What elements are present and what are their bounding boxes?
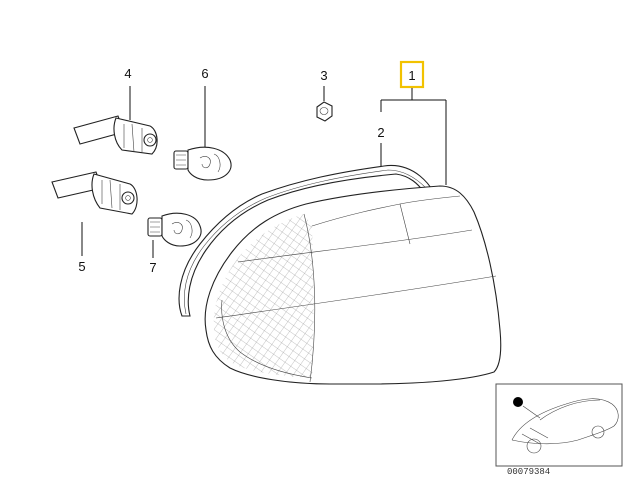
vehicle-location-thumbnail — [495, 383, 623, 467]
callout-2[interactable]: 2 — [377, 125, 384, 140]
callout-5-label: 5 — [78, 259, 85, 274]
tail-light-lens — [204, 185, 502, 385]
callout-7[interactable]: 7 — [149, 260, 156, 275]
callout-2-label: 2 — [377, 125, 384, 140]
callout-1[interactable]: 1 — [399, 60, 425, 89]
callout-3[interactable]: 3 — [320, 68, 327, 83]
hex-nut — [316, 101, 333, 122]
bulb-lower — [147, 212, 202, 247]
callout-6[interactable]: 6 — [201, 66, 208, 81]
gasket-seal — [178, 164, 433, 317]
callout-4-label: 4 — [124, 66, 131, 81]
callout-3-label: 3 — [320, 68, 327, 83]
reference-number: 00079384 — [507, 467, 550, 477]
bulb-socket-upper — [73, 115, 158, 155]
callout-1-label: 1 — [408, 68, 415, 83]
callout-7-label: 7 — [149, 260, 156, 275]
callout-1-highlight-box — [399, 60, 425, 89]
callout-4[interactable]: 4 — [124, 66, 131, 81]
bulb-socket-lower — [51, 171, 138, 215]
bulb-upper — [173, 146, 232, 181]
location-marker-dot — [513, 397, 523, 407]
callout-6-label: 6 — [201, 66, 208, 81]
callout-5[interactable]: 5 — [78, 259, 85, 274]
callout-1-leader — [380, 88, 447, 185]
